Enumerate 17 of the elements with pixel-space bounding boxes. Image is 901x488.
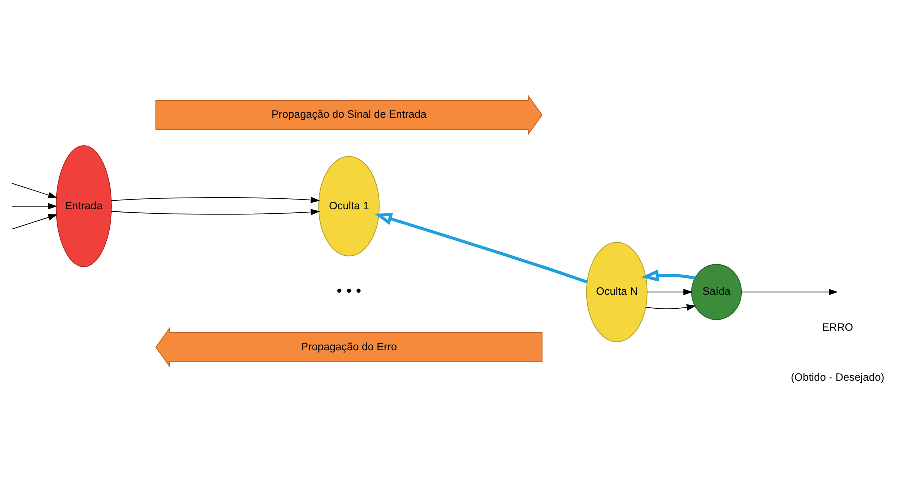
arrow [741,289,838,296]
arrow [111,196,320,204]
arrow [646,304,696,311]
arrow [641,270,696,282]
node-ellipse: Oculta N [586,242,648,342]
label: (Obtido - Desejado) [791,372,885,384]
node-circle: Saída [691,264,742,320]
label: ERRO [822,322,854,334]
arrow [111,209,320,216]
arrow [12,183,58,198]
label: • • • [336,283,362,300]
node-ellipse: Oculta 1 [318,156,380,257]
arrow [374,213,588,284]
arrow [12,214,58,230]
node-ellipse: Entrada [56,146,112,268]
arrow [12,203,58,210]
arrow [647,289,693,296]
